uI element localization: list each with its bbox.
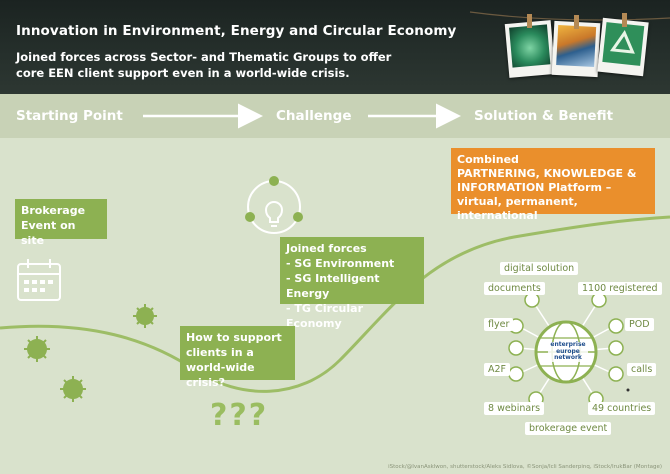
virus-icon-3 bbox=[133, 304, 157, 328]
lightbulb-network-icon bbox=[245, 176, 303, 234]
een-logo-text: enterprise europe network bbox=[548, 341, 588, 362]
logo-text-3: network bbox=[554, 354, 582, 361]
page-title: Innovation in Environment, Energy and Ci… bbox=[16, 23, 457, 39]
combined-line-2: PARTNERING, KNOWLEDGE & bbox=[457, 167, 637, 180]
label-calls: calls bbox=[627, 363, 657, 376]
joined-forces-box: Joined forces - SG Environment - SG Inte… bbox=[280, 237, 424, 330]
clothesline bbox=[469, 11, 670, 21]
joined-line-1: Joined forces bbox=[286, 242, 367, 255]
stage-band bbox=[0, 94, 670, 138]
joined-line-2: - SG Environment bbox=[286, 257, 395, 270]
question-line-3: world-wide crisis? bbox=[186, 361, 255, 389]
combined-line-1: Combined bbox=[457, 153, 519, 166]
journey-curve bbox=[0, 215, 670, 393]
question-marks: ??? bbox=[210, 398, 269, 433]
logo-text-2: europe bbox=[556, 347, 580, 355]
label-documents: documents bbox=[484, 282, 545, 295]
logo-text-1: enterprise bbox=[550, 341, 586, 348]
label-8-webinars: 8 webinars bbox=[484, 402, 545, 415]
label-brokerage-event: brokerage event bbox=[525, 422, 612, 435]
page-subtitle: Joined forces across Sector- and Themati… bbox=[16, 49, 391, 81]
joined-line-4: - TG Circular Economy bbox=[286, 302, 363, 330]
recycle-icon bbox=[609, 30, 635, 54]
subtitle-line-2: core EEN client support even in a world-… bbox=[16, 66, 350, 80]
virus-icon-1 bbox=[24, 336, 50, 362]
combined-line-3: INFORMATION Platform – bbox=[457, 181, 612, 194]
header-banner: Innovation in Environment, Energy and Ci… bbox=[0, 0, 670, 94]
stage-solution-benefit: Solution & Benefit bbox=[474, 108, 614, 124]
combined-line-4: virtual, permanent, international bbox=[457, 195, 578, 222]
brokerage-box: Brokerage Event on site bbox=[15, 199, 107, 247]
stage-starting-point: Starting Point bbox=[16, 108, 123, 124]
photo-recycle bbox=[597, 17, 649, 77]
question-line-2: clients in a bbox=[186, 346, 254, 359]
image-credit: iStock/@IvanAsklwon, shutterstock/Aleks … bbox=[388, 464, 662, 470]
brokerage-line-2: Event on site bbox=[21, 219, 76, 247]
question-box: How to support clients in a world-wide c… bbox=[180, 326, 295, 389]
label-pod: POD bbox=[625, 318, 654, 331]
clothespins bbox=[527, 13, 627, 29]
question-line-1: How to support bbox=[186, 331, 282, 344]
brokerage-line-1: Brokerage bbox=[21, 204, 86, 217]
label-flyer: flyer bbox=[484, 318, 514, 331]
label-a2f: A2F bbox=[484, 363, 511, 376]
stray-dot bbox=[626, 388, 630, 392]
subtitle-line-1: Joined forces across Sector- and Themati… bbox=[16, 50, 392, 64]
calendar-icon bbox=[17, 259, 61, 301]
label-49-countries: 49 countries bbox=[588, 402, 656, 415]
stage-challenge: Challenge bbox=[276, 108, 352, 124]
label-1100-registered: 1100 registered bbox=[578, 282, 662, 295]
combined-platform-box: Combined PARTNERING, KNOWLEDGE & INFORMA… bbox=[451, 148, 655, 222]
joined-line-3: - SG Intelligent Energy bbox=[286, 272, 380, 300]
virus-icon-2 bbox=[60, 376, 86, 402]
label-digital-solution: digital solution bbox=[500, 262, 579, 275]
